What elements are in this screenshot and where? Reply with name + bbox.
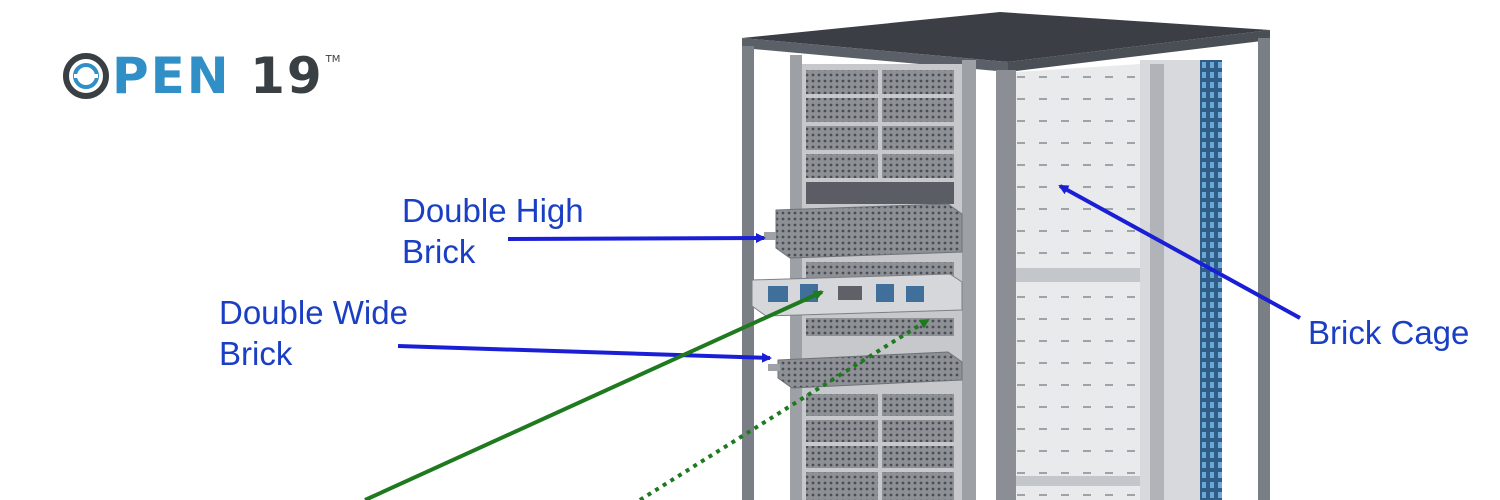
label-brick-cage-text: Brick Cage — [1308, 314, 1470, 351]
label-double-wide-line1: Double Wide — [219, 294, 408, 331]
double-wide-brick — [777, 351, 963, 389]
arrow-brick-cage — [1058, 184, 1301, 320]
arrow-double-high — [507, 233, 766, 244]
arrow-double-wide — [397, 344, 772, 363]
label-brick-cage: Brick Cage — [1308, 312, 1469, 353]
label-double-high-brick: Double High Brick — [402, 190, 584, 272]
arrow-green-dotted — [638, 318, 930, 500]
label-double-wide-line2: Brick — [219, 335, 293, 372]
empty-slot — [806, 182, 954, 204]
double-high-brick — [775, 203, 963, 259]
double-high-brick-handle — [764, 232, 776, 240]
brick-stack-top — [806, 70, 954, 178]
rack-roof — [742, 12, 1270, 62]
logo-ring-icon — [63, 53, 109, 99]
logo-trademark: TM — [325, 54, 341, 65]
rack-post-front-right — [996, 70, 1016, 500]
brick-cage-rail — [1016, 268, 1166, 282]
rack-post-back-right — [1258, 38, 1270, 500]
rack-post-front-left — [742, 46, 754, 500]
cable-bundle — [1200, 60, 1222, 500]
rack-roof-edge-side — [1008, 30, 1270, 72]
label-double-high-line1: Double High — [402, 192, 584, 229]
label-double-wide-brick: Double Wide Brick — [219, 292, 408, 374]
rack-roof-edge — [742, 38, 1008, 72]
brick-cage-rail-2 — [1016, 476, 1166, 486]
rack-post-inner-left — [790, 55, 802, 500]
logo-wordmark: PEN 19 — [112, 47, 324, 105]
double-wide-brick-handle — [768, 364, 780, 371]
open19-logo: PEN 19 TM — [62, 48, 340, 104]
arrow-green-solid — [364, 290, 824, 500]
rack-post-inner-right — [962, 60, 976, 500]
brick-stack-bottom — [806, 394, 954, 500]
label-double-high-line2: Brick — [402, 233, 476, 270]
